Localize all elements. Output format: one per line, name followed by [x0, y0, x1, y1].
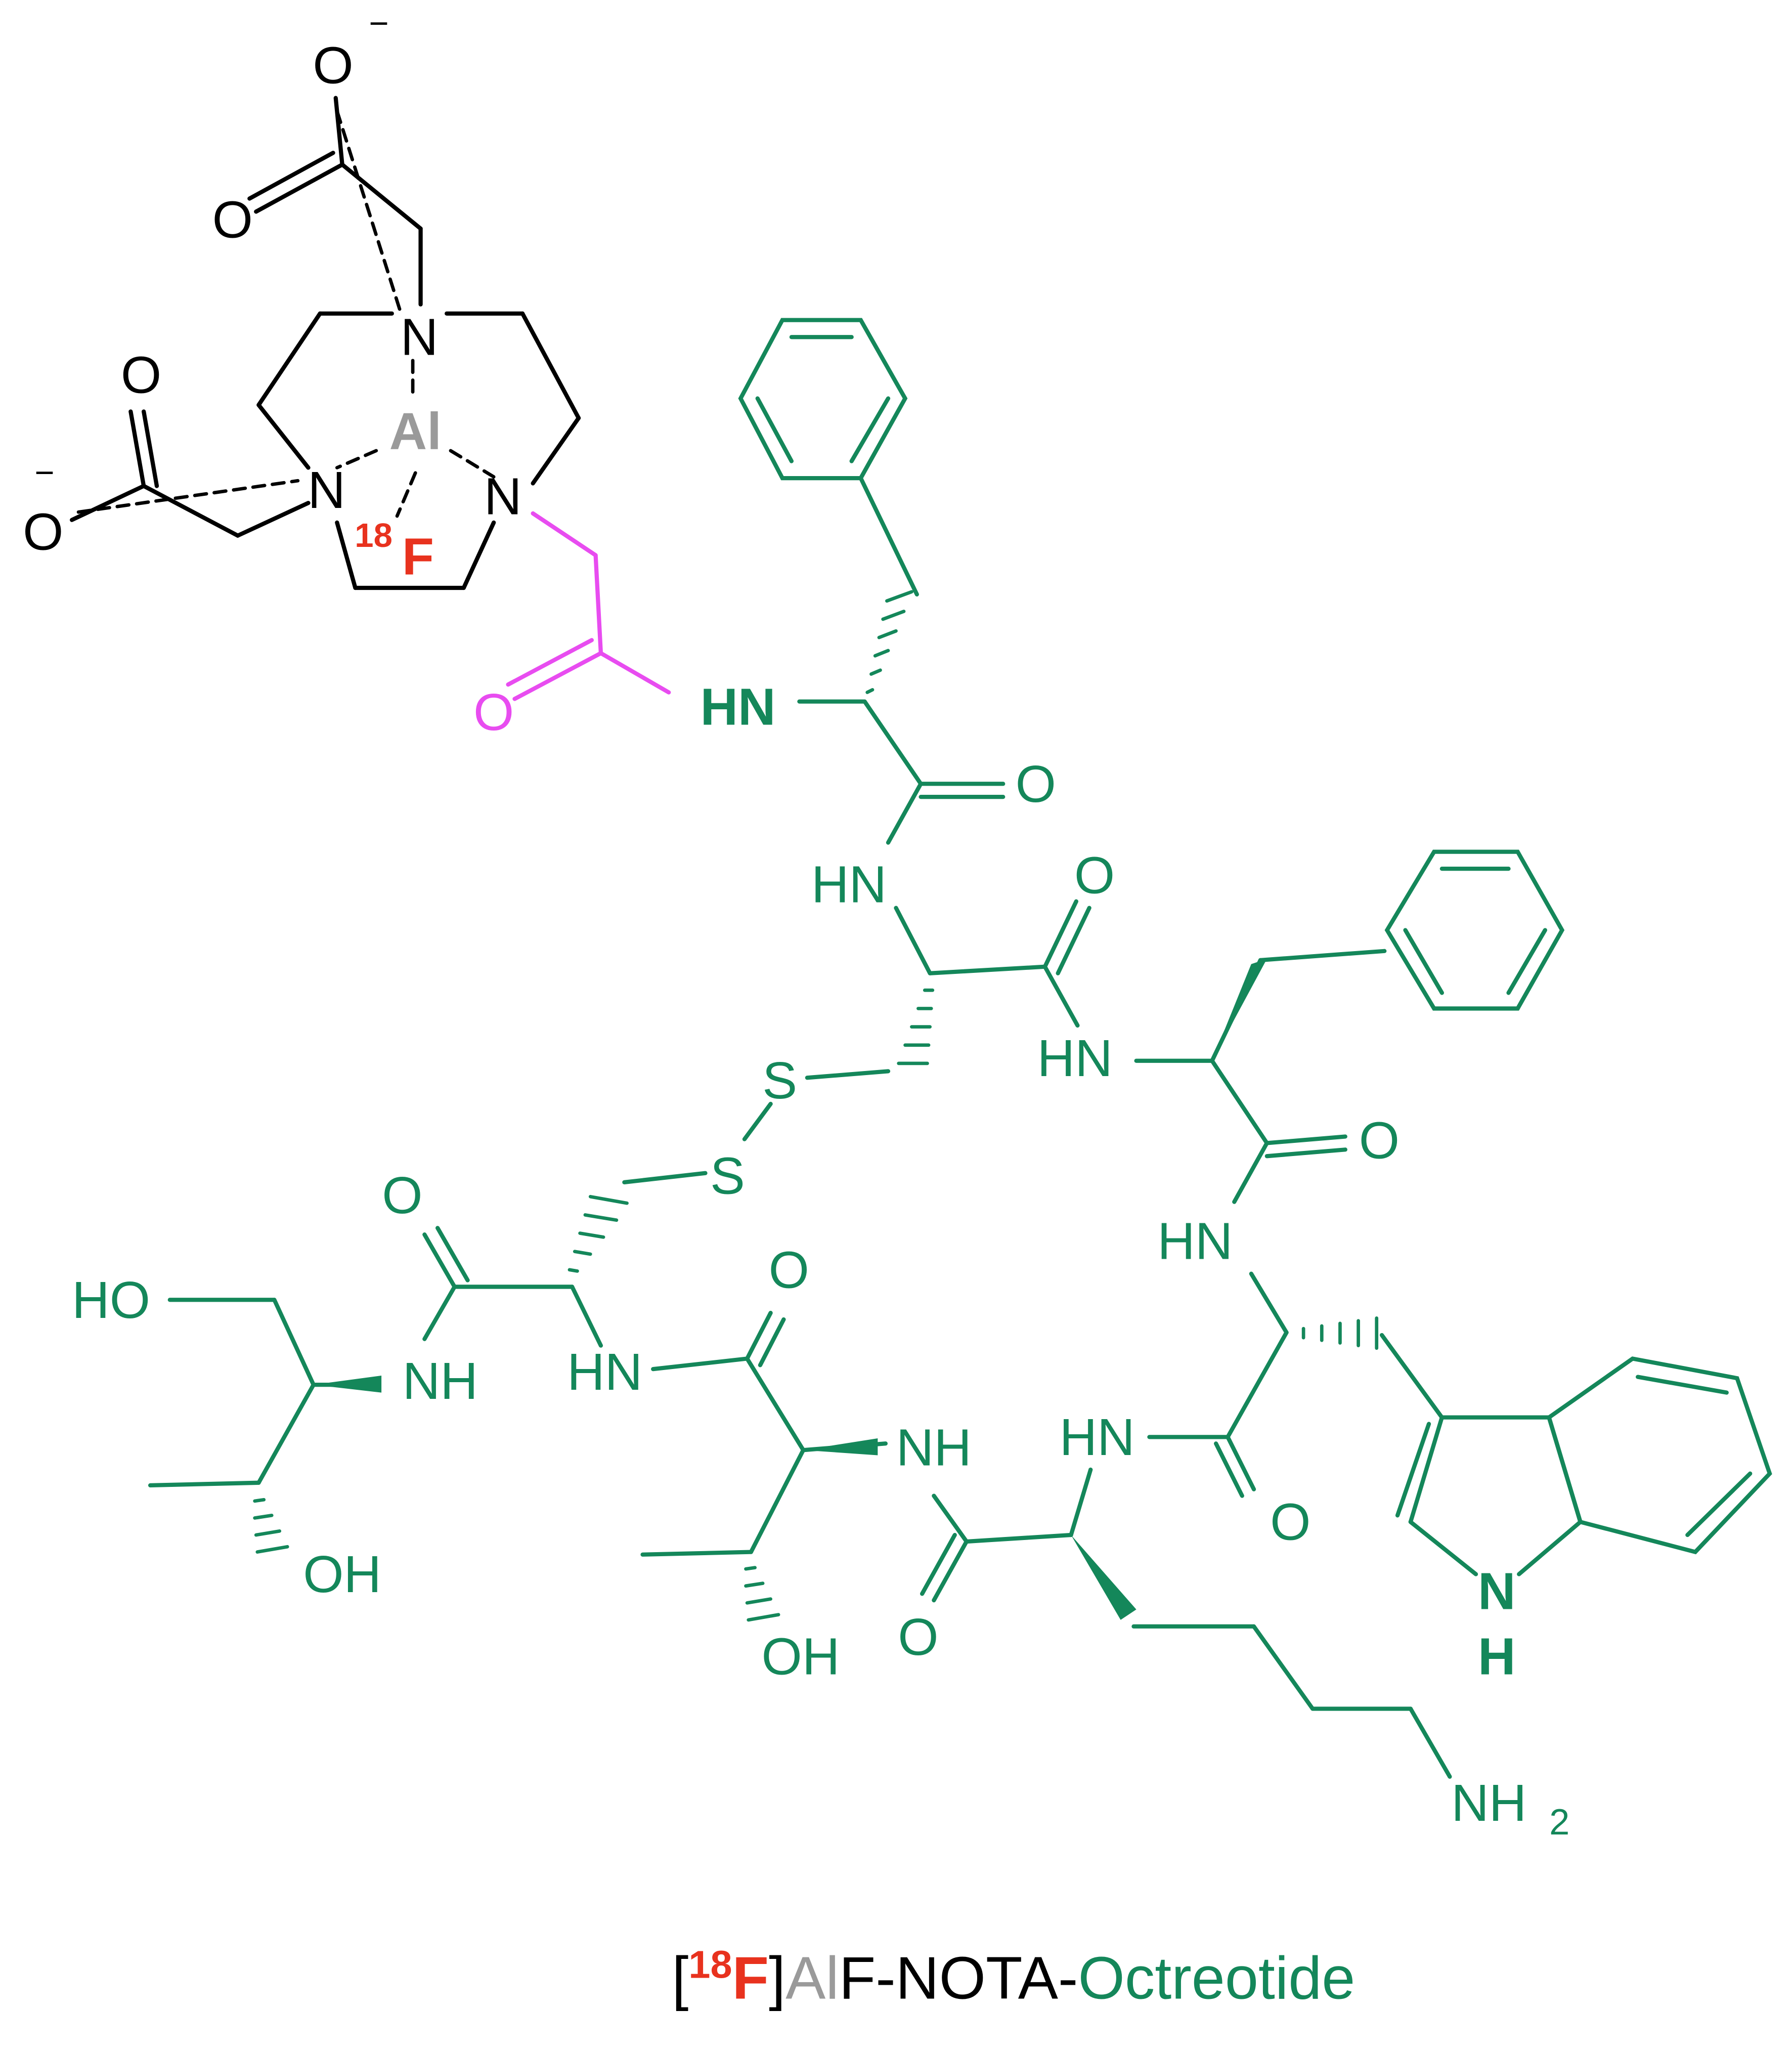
label-hn-2: HN: [811, 856, 887, 914]
caption-nota: F-NOTA-: [839, 1945, 1078, 2012]
label-hn-1: HN: [700, 677, 775, 736]
caption: [18F]AlF-NOTA-Octreotide: [672, 1943, 1355, 2012]
label-h-indole: H: [1478, 1628, 1516, 1686]
label-minus-top: −: [369, 5, 388, 42]
label-nh2: NH: [1451, 1774, 1526, 1832]
label-nh2-subscript: 2: [1549, 1802, 1569, 1843]
caption-aluminium: Al: [785, 1945, 839, 2012]
label-al: Al: [389, 402, 442, 460]
bond-layer: [70, 96, 1772, 1779]
nota-chelator-bonds: [70, 96, 581, 590]
label-n-top: N: [401, 308, 439, 366]
caption-fluorine: F: [732, 1945, 769, 2012]
label-o-minus-top: O: [313, 36, 353, 95]
caption-open-bracket: [: [672, 1945, 688, 2012]
label-o-cys1: O: [1074, 846, 1115, 905]
hashed-wedge-bonds: [253, 590, 1379, 1622]
peptide-bonds: [148, 318, 1772, 1779]
label-o-phe1: O: [1016, 755, 1056, 813]
label-f-symbol: F: [402, 528, 434, 586]
label-hn-6: HN: [1060, 1408, 1135, 1466]
wedge-bonds: [313, 959, 1267, 1620]
label-f-mass: 18: [355, 517, 392, 554]
label-o-thr: O: [769, 1241, 809, 1299]
label-hn-5: HN: [567, 1343, 642, 1401]
label-o-lys: O: [898, 1608, 938, 1666]
linker-bonds: [506, 511, 671, 701]
caption-close-bracket: ]: [769, 1945, 785, 2012]
coordination-bonds: [76, 109, 496, 518]
label-minus-left: −: [34, 454, 54, 492]
label-s-2: S: [710, 1146, 745, 1205]
label-o-trp: O: [1270, 1493, 1310, 1551]
label-s-1: S: [762, 1051, 797, 1109]
label-hn-3: HN: [1037, 1029, 1113, 1087]
label-oh-end: OH: [303, 1545, 381, 1603]
label-ho-end: HO: [72, 1271, 150, 1329]
label-o-carbonyl-top: O: [212, 190, 253, 248]
label-n-left: N: [308, 461, 345, 519]
label-o-linker: O: [473, 683, 514, 741]
label-nh-end: NH: [403, 1352, 478, 1410]
label-o-minus-left: O: [23, 502, 63, 561]
caption-peptide: Octreotide: [1078, 1945, 1355, 2012]
label-o-carbonyl-left: O: [121, 346, 161, 404]
caption-mass: 18: [688, 1943, 732, 1986]
label-oh-thr: OH: [762, 1628, 840, 1686]
label-n-right: N: [484, 467, 522, 526]
label-nh-thr: NH: [896, 1419, 972, 1477]
label-o-cys2: O: [382, 1166, 422, 1224]
label-n-indole: N: [1478, 1562, 1516, 1620]
label-o-phe2: O: [1359, 1112, 1400, 1170]
atom-labels: O − O N Al O O − N N 18 F O HN O HN O HN…: [23, 5, 1569, 1843]
label-hn-4: HN: [1157, 1212, 1233, 1270]
